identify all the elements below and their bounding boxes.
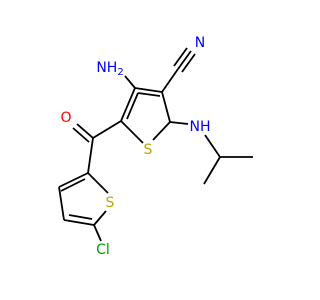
bond-s-c2p <box>87 172 109 194</box>
bond-c5-nh <box>169 121 189 125</box>
bond-s1-c2 <box>120 120 144 144</box>
amine-nh-label: NH <box>190 119 211 135</box>
bond-c3-nh2 <box>124 75 136 89</box>
amino-nh-text: NH <box>96 60 117 76</box>
nitrile-n-label: N <box>195 35 205 51</box>
bond-c4p-c5p <box>63 219 95 226</box>
bond-c2p-c3p <box>58 172 89 188</box>
carbonyl-o-label: O <box>60 110 71 126</box>
bond-c4p-c5p-double <box>68 214 93 220</box>
molecule-diagram: NH2 N NH O S S Cl <box>58 35 253 258</box>
bond-c5p-s <box>93 210 107 226</box>
molecule-structure: NH2 N NH O S S Cl <box>58 35 253 258</box>
atom-label-layer: NH2 N NH O S S Cl <box>60 35 210 258</box>
thiophene-s-label: S <box>144 142 153 158</box>
bond-cn-triple-3 <box>181 53 196 73</box>
bond-c2-c3-double <box>126 92 139 120</box>
bond-c3-c4-double <box>137 92 161 97</box>
bond-c4-c5 <box>161 91 171 123</box>
bond-carbonyl-o-double <box>72 127 90 143</box>
bond-layer <box>58 47 253 242</box>
bond-nh-ch <box>204 134 221 158</box>
bond-c4-cn <box>161 68 179 93</box>
chlorothiophene-s-label: S <box>106 195 115 211</box>
bond-cn-triple-1 <box>177 50 192 70</box>
amino-subscript-2: 2 <box>117 67 123 78</box>
bond-c2p-c3p-double <box>60 178 86 192</box>
bond-cn-triple-2 <box>173 47 188 67</box>
bond-c3-c4 <box>134 87 163 93</box>
chlorine-label: Cl <box>96 242 110 258</box>
bond-carbonyl-c2p <box>87 137 94 174</box>
bond-c3p-c4p <box>58 186 65 221</box>
bond-ch-me2 <box>203 156 221 185</box>
bond-c2-c3 <box>120 87 136 122</box>
bond-c2-carbonyl <box>92 120 122 139</box>
amino-nh2-label: NH2 <box>96 60 123 78</box>
bond-c5-s1 <box>152 121 171 141</box>
bond-c5p-cl <box>93 224 102 242</box>
bond-carbonyl-o <box>76 123 94 139</box>
